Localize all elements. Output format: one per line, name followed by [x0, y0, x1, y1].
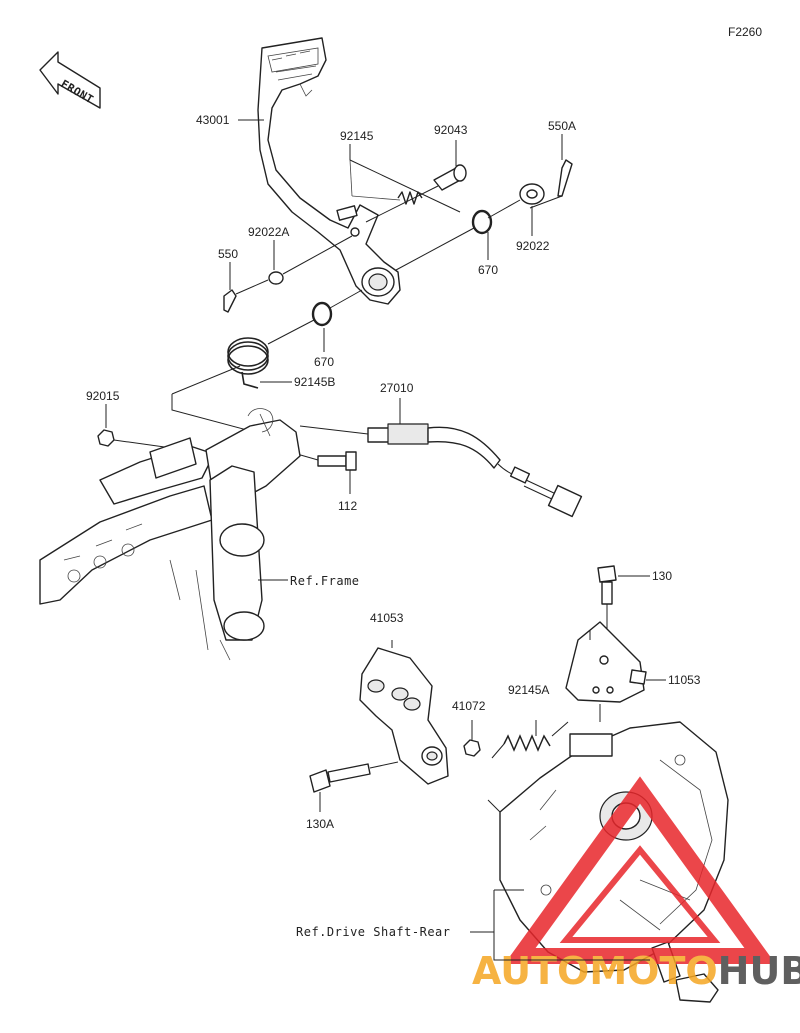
label-92022: 92022 — [516, 239, 550, 253]
label-112: 112 — [338, 499, 357, 513]
ref-drive-shaft-label: Ref.Drive Shaft-Rear — [296, 925, 451, 939]
label-27010: 27010 — [380, 381, 414, 395]
nut-41072-drawing — [463, 739, 481, 757]
lever-41053-drawing — [359, 640, 449, 785]
bracket-11053-drawing — [565, 621, 666, 722]
watermark-auto: AUTO — [472, 949, 589, 993]
leader-lines — [105, 119, 650, 961]
bolt-130a-drawing — [309, 761, 399, 812]
o-ring-670-lower-drawing — [311, 301, 333, 327]
ref-frame-label: Ref.Frame — [290, 574, 360, 588]
label-550a: 550A — [548, 119, 576, 133]
pin-92043-drawing — [365, 164, 467, 223]
label-11053: 11053 — [668, 673, 701, 687]
label-41072: 41072 — [452, 699, 486, 713]
label-41053: 41053 — [370, 611, 404, 625]
label-550: 550 — [218, 247, 238, 261]
watermark-moto: MOTO — [589, 949, 717, 993]
diagram-id: F2260 — [728, 25, 762, 39]
bolt-130-drawing — [597, 565, 650, 630]
label-92015: 92015 — [86, 389, 120, 403]
nut-92015-drawing — [97, 429, 115, 447]
cotter-pin-550a-drawing — [529, 159, 573, 209]
o-ring-670-upper-drawing — [471, 209, 493, 235]
spring-92145a-drawing — [491, 720, 569, 759]
watermark-hub: HUB — [718, 949, 800, 993]
spring-92145b-drawing — [171, 337, 269, 435]
label-130: 130 — [652, 569, 672, 583]
label-130a: 130A — [306, 817, 334, 831]
frame-drawing — [39, 408, 301, 661]
label-92022a: 92022A — [248, 225, 289, 239]
front-arrow-icon: FRONT — [39, 51, 101, 109]
label-92145: 92145 — [340, 129, 374, 143]
label-92145b: 92145B — [294, 375, 335, 389]
part-labels: 43001 92145 92043 550A 92022A 550 670 92… — [86, 113, 701, 939]
watermark-logo: AUTOMOTOHUB — [472, 776, 800, 993]
label-43001: 43001 — [196, 113, 230, 127]
svg-text:AUTOMOTOHUB: AUTOMOTOHUB — [472, 949, 800, 993]
washer-92022a-drawing — [268, 271, 284, 285]
label-670-lower: 670 — [314, 355, 334, 369]
brake-switch-27010-drawing — [299, 423, 583, 518]
watermark-triangle-icon — [504, 776, 776, 964]
label-92043: 92043 — [434, 123, 468, 137]
cotter-pin-550-drawing — [223, 279, 269, 313]
spring-92145-drawing — [349, 159, 461, 213]
label-92145a: 92145A — [508, 683, 549, 697]
label-670-upper: 670 — [478, 263, 498, 277]
brake-pedal-drawing — [257, 37, 401, 305]
